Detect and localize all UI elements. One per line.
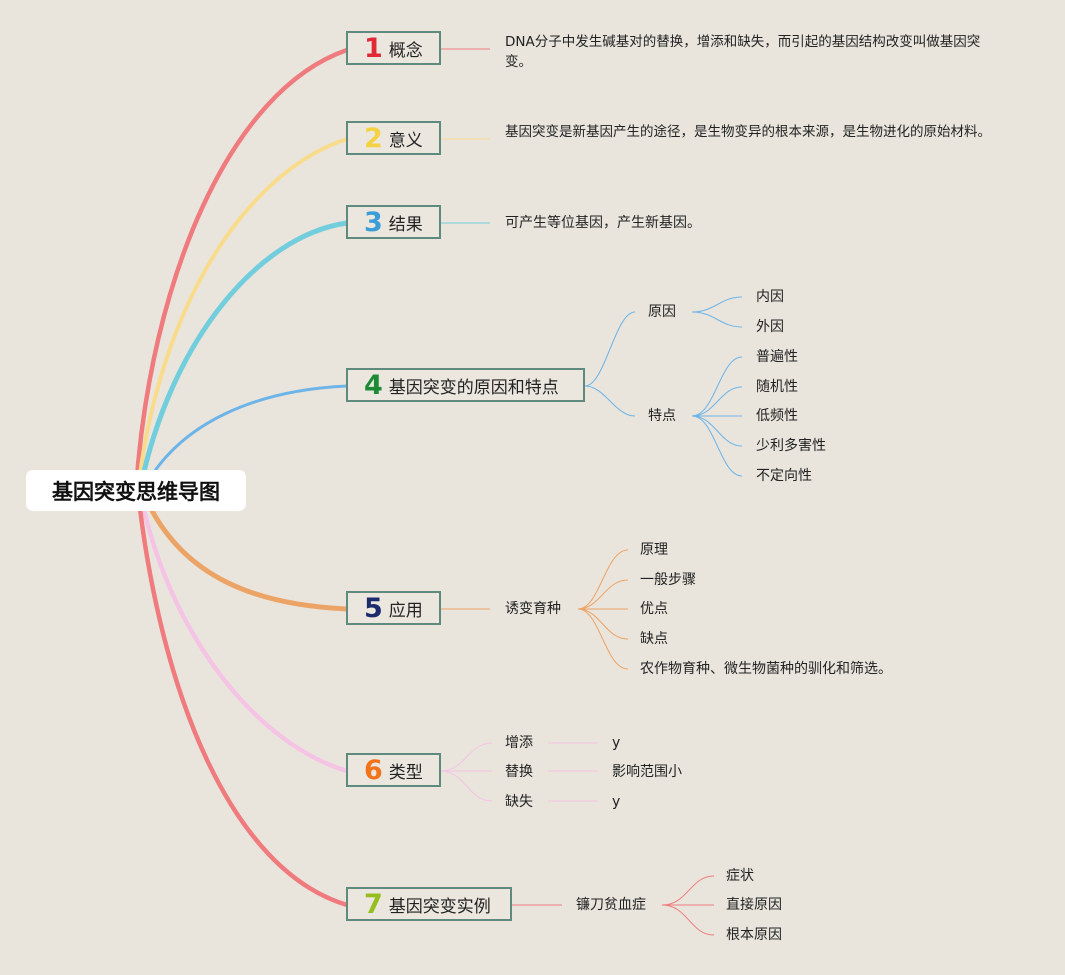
branch-7 — [135, 489, 350, 908]
reason-node[interactable]: 原因 — [648, 304, 676, 320]
feature-item[interactable]: 普遍性 — [756, 349, 798, 365]
feature-item[interactable]: 少利多害性 — [756, 438, 826, 454]
topic-result[interactable]: 3 结果 — [346, 205, 441, 239]
reason-item[interactable]: 外因 — [756, 319, 784, 335]
branch-2 — [136, 137, 349, 492]
branch-3 — [137, 220, 350, 493]
application-item[interactable]: 优点 — [640, 601, 668, 617]
branch-1 — [133, 47, 350, 493]
example-item[interactable]: 症状 — [726, 868, 754, 884]
topic-label: 结果 — [388, 214, 423, 235]
reason-item[interactable]: 内因 — [756, 289, 784, 305]
concept-description: DNA分子中发生碱基对的替换，增添和缺失，而引起的基因结构改变叫做基因突变。 — [505, 34, 981, 70]
topic-label: 应用 — [388, 600, 423, 621]
feature-item[interactable]: 低频性 — [756, 408, 798, 424]
result-description: 可产生等位基因，产生新基因。 — [505, 215, 701, 231]
application-item[interactable]: 原理 — [640, 542, 668, 558]
number-4-icon: 4 — [364, 369, 383, 401]
feature-item[interactable]: 随机性 — [756, 379, 798, 395]
topic-types[interactable]: 6 类型 — [346, 753, 441, 787]
example-node[interactable]: 镰刀贫血症 — [576, 897, 646, 913]
number-3-icon: 3 — [364, 206, 383, 238]
branch-5 — [140, 489, 350, 612]
significance-description: 基因突变是新基因产生的途径，是生物变异的根本来源，是生物进化的原始材料。 — [505, 124, 991, 140]
number-6-icon: 6 — [364, 754, 383, 786]
type-item[interactable]: 缺失 — [505, 794, 533, 810]
type-note[interactable]: y — [612, 735, 621, 751]
number-2-icon: 2 — [364, 122, 383, 154]
topic-label: 基因突变实例 — [388, 896, 491, 917]
topic-label: 类型 — [388, 762, 423, 783]
branch-4 — [141, 384, 349, 492]
example-item[interactable]: 根本原因 — [726, 927, 782, 943]
number-5-icon: 5 — [364, 592, 383, 624]
branch-6 — [137, 489, 350, 774]
example-item[interactable]: 直接原因 — [726, 897, 782, 913]
type-item[interactable]: 替换 — [505, 764, 533, 780]
topic-label: 意义 — [388, 130, 423, 151]
application-item[interactable]: 缺点 — [640, 631, 668, 647]
number-7-icon: 7 — [364, 888, 383, 920]
number-1-icon: 1 — [364, 32, 383, 64]
topic-examples[interactable]: 7 基因突变实例 — [346, 887, 512, 921]
topic-significance[interactable]: 2 意义 — [346, 121, 441, 155]
method-node[interactable]: 诱变育种 — [505, 601, 561, 617]
topic-label: 基因突变的原因和特点 — [388, 377, 559, 398]
topic-concept[interactable]: 1 概念 — [346, 31, 441, 65]
type-note[interactable]: 影响范围小 — [612, 764, 682, 780]
topic-label: 概念 — [388, 40, 423, 61]
type-item[interactable]: 增添 — [505, 735, 533, 751]
root-title: 基因突变思维导图 — [52, 479, 220, 504]
root-node[interactable]: 基因突变思维导图 — [26, 470, 246, 511]
feature-node[interactable]: 特点 — [648, 408, 676, 424]
feature-item[interactable]: 不定向性 — [756, 468, 812, 484]
topic-application[interactable]: 5 应用 — [346, 591, 441, 625]
topic-causes-features[interactable]: 4 基因突变的原因和特点 — [346, 368, 585, 402]
type-note[interactable]: y — [612, 794, 621, 810]
application-item[interactable]: 农作物育种、微生物菌种的驯化和筛选。 — [640, 661, 892, 677]
application-item[interactable]: 一般步骤 — [640, 572, 696, 588]
